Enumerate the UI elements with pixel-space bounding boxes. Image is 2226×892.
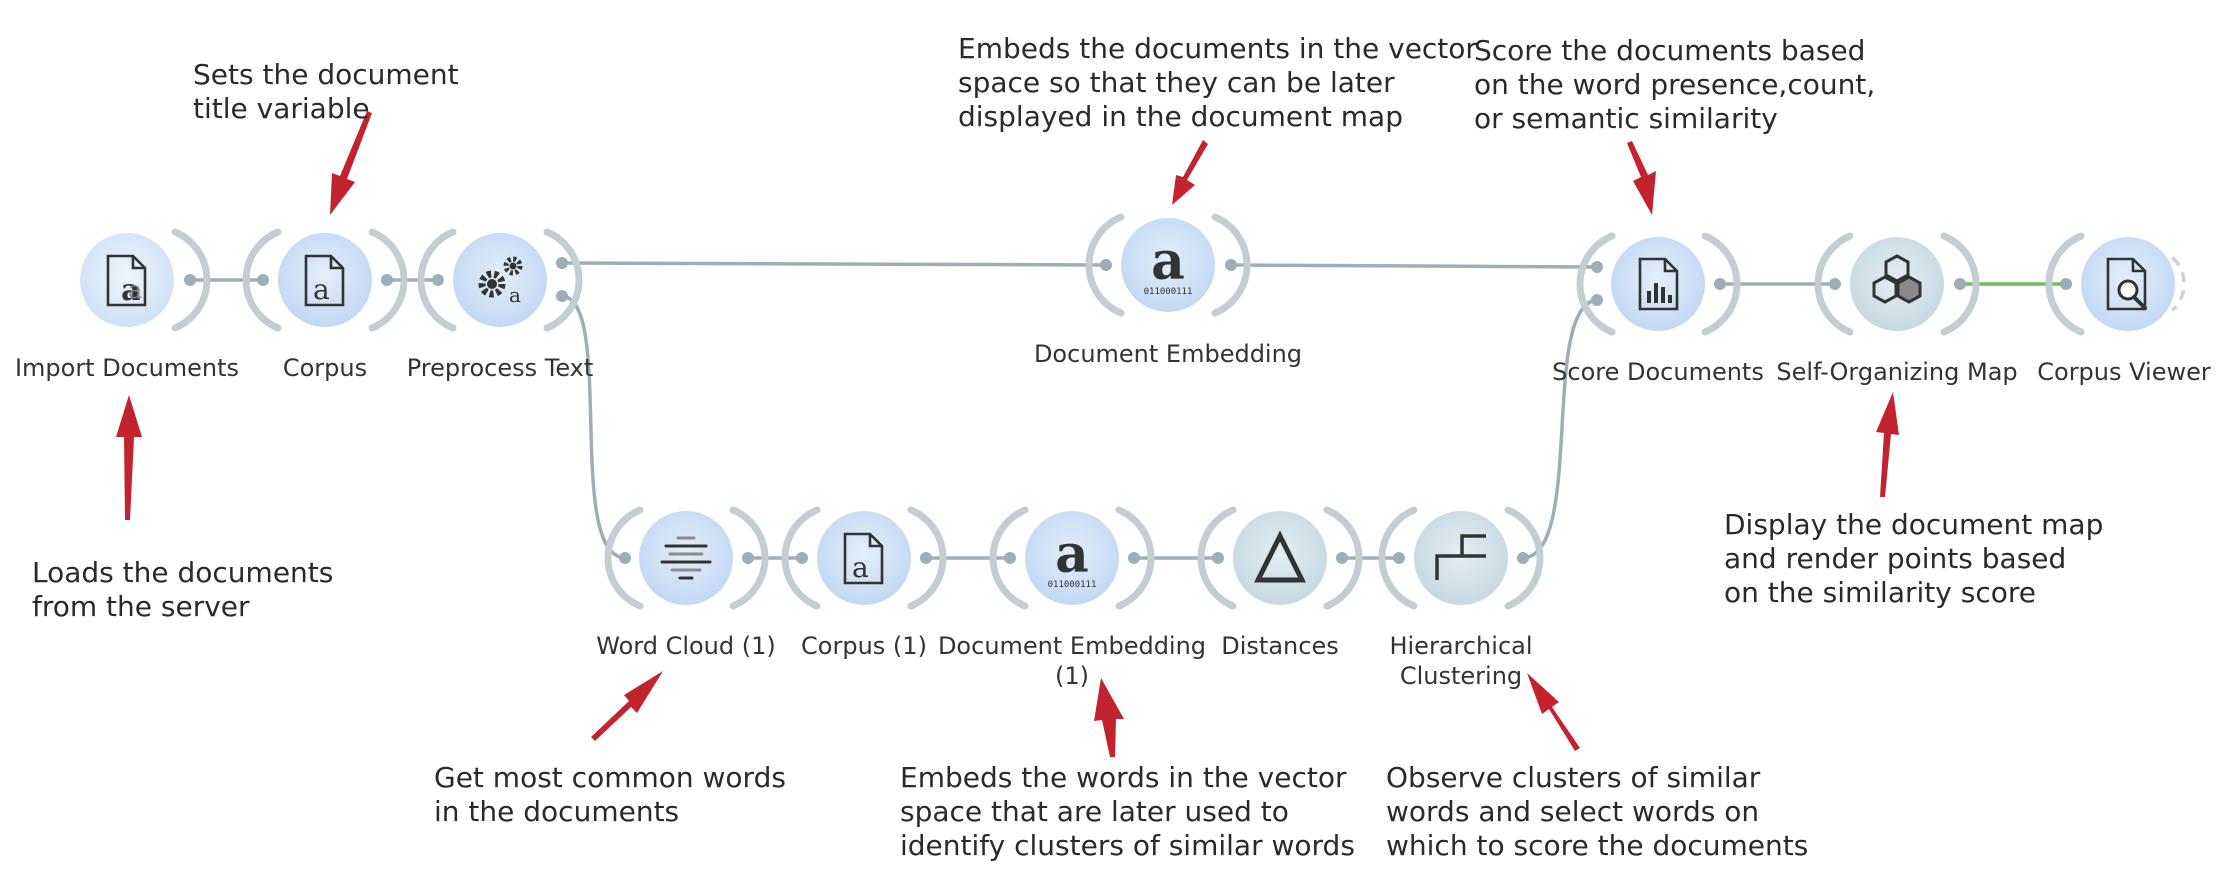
svg-text:space that are later used to: space that are later used to [900,795,1289,828]
svg-text:Display the document map: Display the document map [1724,508,2103,541]
svg-text:Embeds the documents in the ve: Embeds the documents in the vector [958,32,1477,65]
widget-label: Hierarchical [1389,632,1532,660]
widget-preprocess-text[interactable]: a Preprocess Text [407,228,594,382]
arrow-score-documents [1627,141,1656,215]
svg-text:Embeds the words in the vector: Embeds the words in the vector [900,761,1347,794]
svg-text:Loads the documents: Loads the documents [32,556,333,589]
link-document-embedding-score-documents[interactable] [1230,263,1598,269]
link-preprocess-text-word-cloud-1[interactable] [561,294,626,560]
widget-label: Corpus Viewer [2037,358,2211,386]
word-cloud-icon [660,536,712,580]
link-corpus-viewer-output [2170,256,2186,312]
svg-text:a: a [852,551,869,584]
widget-label: (1) [1055,662,1089,690]
svg-text:a: a [313,273,330,306]
widget-word-cloud-1[interactable]: Word Cloud (1) [596,506,776,660]
svg-text:Score the documents based: Score the documents based [1474,34,1865,67]
arrow-observe-clusters [1527,673,1580,751]
svg-text:011000111: 011000111 [1144,287,1193,297]
svg-text:on the word presence,count,: on the word presence,count, [1474,68,1875,101]
corpus-icon: a [843,532,884,585]
svg-text:words and select words on: words and select words on [1386,795,1759,828]
svg-text:in the documents: in the documents [434,795,679,828]
annotation-embeds-documents: Embeds the documents in the vector space… [958,32,1477,133]
widget-document-embedding-1[interactable]: a 011000111 Document Embedding (1) [938,506,1206,690]
svg-text:on the similarity score: on the similarity score [1724,576,2036,609]
svg-text:or semantic similarity: or semantic similarity [1474,102,1778,135]
arrow-embeds-words [1094,678,1124,757]
svg-text:a: a [1151,231,1185,292]
svg-text:displayed in the document map: displayed in the document map [958,100,1403,133]
widget-corpus-viewer[interactable]: Corpus Viewer [2037,232,2211,386]
svg-text:which to score the documents: which to score the documents [1386,829,1808,862]
svg-text:from the server: from the server [32,590,250,623]
svg-text:a: a [1055,524,1089,585]
svg-text:space so that they can be late: space so that they can be later [958,66,1395,99]
link-preprocess-text-document-embedding[interactable] [561,261,1107,267]
widget-label: Corpus (1) [801,632,927,660]
widget-score-documents[interactable]: Score Documents [1552,232,1764,386]
arrow-embeds-documents [1172,140,1208,205]
corpus-viewer-icon [2106,257,2147,311]
score-documents-icon [1638,257,1679,311]
document-embedding-icon: a 011000111 [1048,524,1097,590]
import-documents-icon: a a [106,254,147,308]
widget-label: Distances [1221,632,1338,660]
widget-corpus[interactable]: a Corpus [242,228,408,382]
widget-self-organizing-map[interactable]: Self-Organizing Map [1776,232,2018,386]
arrow-common-words [591,671,663,741]
arrow-sets-title [330,111,372,215]
widget-label: Corpus [283,354,367,382]
svg-text:011000111: 011000111 [1048,580,1097,590]
annotation-embeds-words: Embeds the words in the vector space tha… [900,761,1355,862]
widget-label: Self-Organizing Map [1776,358,2017,386]
widget-hierarchical-clustering[interactable]: Hierarchical Clustering [1378,506,1544,690]
svg-text:Observe clusters of similar: Observe clusters of similar [1386,761,1761,794]
preprocess-text-icon: a [478,256,523,307]
widget-label: Word Cloud (1) [596,632,776,660]
svg-text:a: a [509,283,521,307]
arrow-loads-documents [116,395,142,520]
svg-text:title variable: title variable [193,92,370,125]
arrow-display-map [1876,392,1899,497]
distances-icon [1253,530,1307,583]
svg-text:and render points based: and render points based [1724,542,2066,575]
widget-document-embedding[interactable]: a 011000111 Document Embedding [1034,213,1302,368]
widget-label: Document Embedding [938,632,1206,660]
corpus-icon: a [304,254,345,307]
annotation-observe-clusters: Observe clusters of similar words and se… [1386,761,1808,862]
widget-label: Document Embedding [1034,340,1302,368]
widget-label: Import Documents [15,354,239,382]
annotation-score-documents: Score the documents based on the word pr… [1474,34,1875,135]
widget-label: Preprocess Text [407,354,594,382]
document-embedding-icon: a 011000111 [1144,231,1193,297]
widget-corpus-1[interactable]: a Corpus (1) [781,506,947,660]
widget-distances[interactable]: Distances [1197,506,1363,660]
annotation-sets-title: Sets the document title variable [193,58,459,125]
annotation-loads-documents: Loads the documents from the server [32,556,333,623]
link-hierarchical-clustering-score-documents[interactable] [1522,298,1598,560]
annotation-arrows [116,111,1899,757]
widget-import-documents[interactable]: a a Import Documents [15,228,239,382]
widget-label: Score Documents [1552,358,1764,386]
svg-text:identify clusters of similar w: identify clusters of similar words [900,829,1355,862]
svg-text:Get most common words: Get most common words [434,761,786,794]
self-organizing-map-icon [1872,254,1922,304]
annotation-display-map: Display the document map and render poin… [1724,508,2103,609]
hierarchical-clustering-icon [1435,534,1486,580]
svg-text:a: a [128,276,142,304]
svg-text:Sets the document: Sets the document [193,58,459,91]
svg-text:a: a [121,273,140,308]
annotation-common-words: Get most common words in the documents [434,761,786,828]
widget-label: Clustering [1400,662,1522,690]
